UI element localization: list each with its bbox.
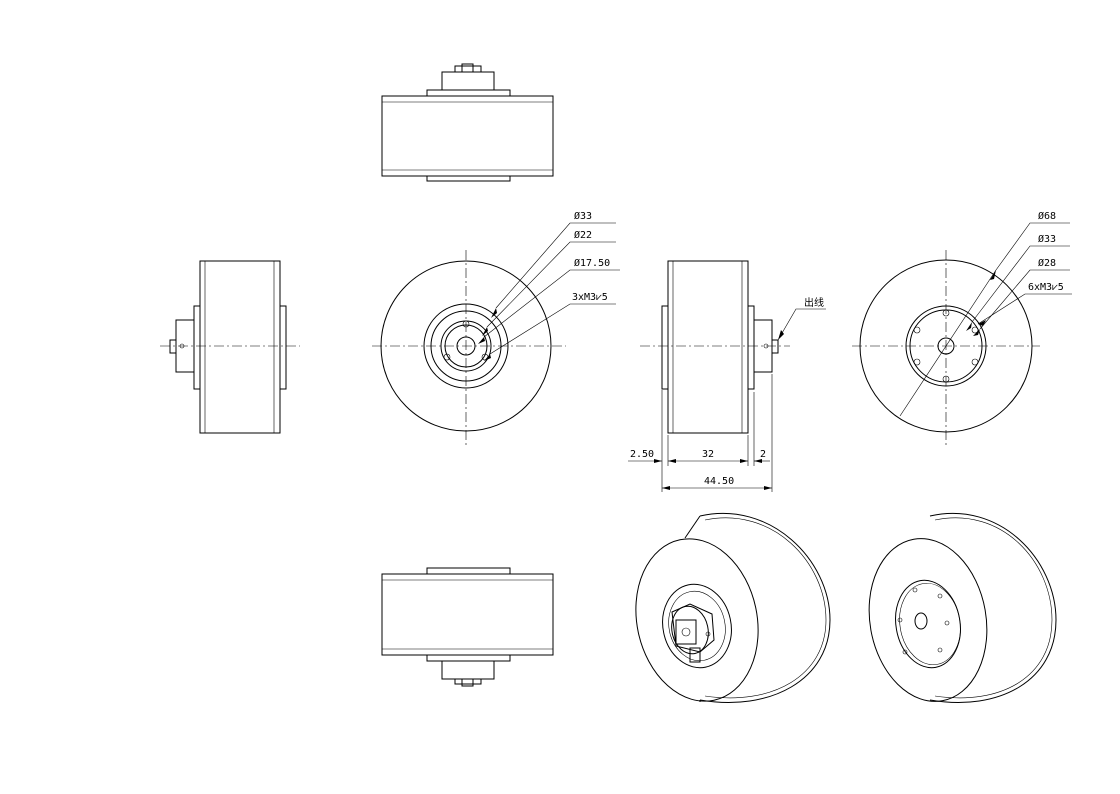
isometric-rear-view [868,512,1057,703]
front-d33-label: Ø33 [574,210,592,222]
front-holes-label: 3xM3⩗5 [572,292,608,303]
right-side-view [628,260,826,492]
rear-view [852,222,1072,446]
rear-holes-label: 6xM3⩗5 [1028,282,1064,293]
top-view [381,63,554,182]
dim-32-label: 32 [702,449,714,460]
rear-d68-label: Ø68 [1038,210,1056,222]
dim-2-50-label: 2.50 [630,449,654,460]
left-side-view [160,260,300,434]
dim-44-50-label: 44.50 [704,476,734,487]
bottom-view [381,567,554,687]
rear-d33-label: Ø33 [1038,233,1056,245]
isometric-front-view [635,512,831,703]
front-d17-50-label: Ø17.50 [574,257,610,269]
dim-2-label: 2 [760,449,766,460]
cable-outlet-label: 出线 [804,296,824,309]
front-view [372,222,620,446]
rear-d28-label: Ø28 [1038,257,1056,269]
front-d22-label: Ø22 [574,229,592,241]
